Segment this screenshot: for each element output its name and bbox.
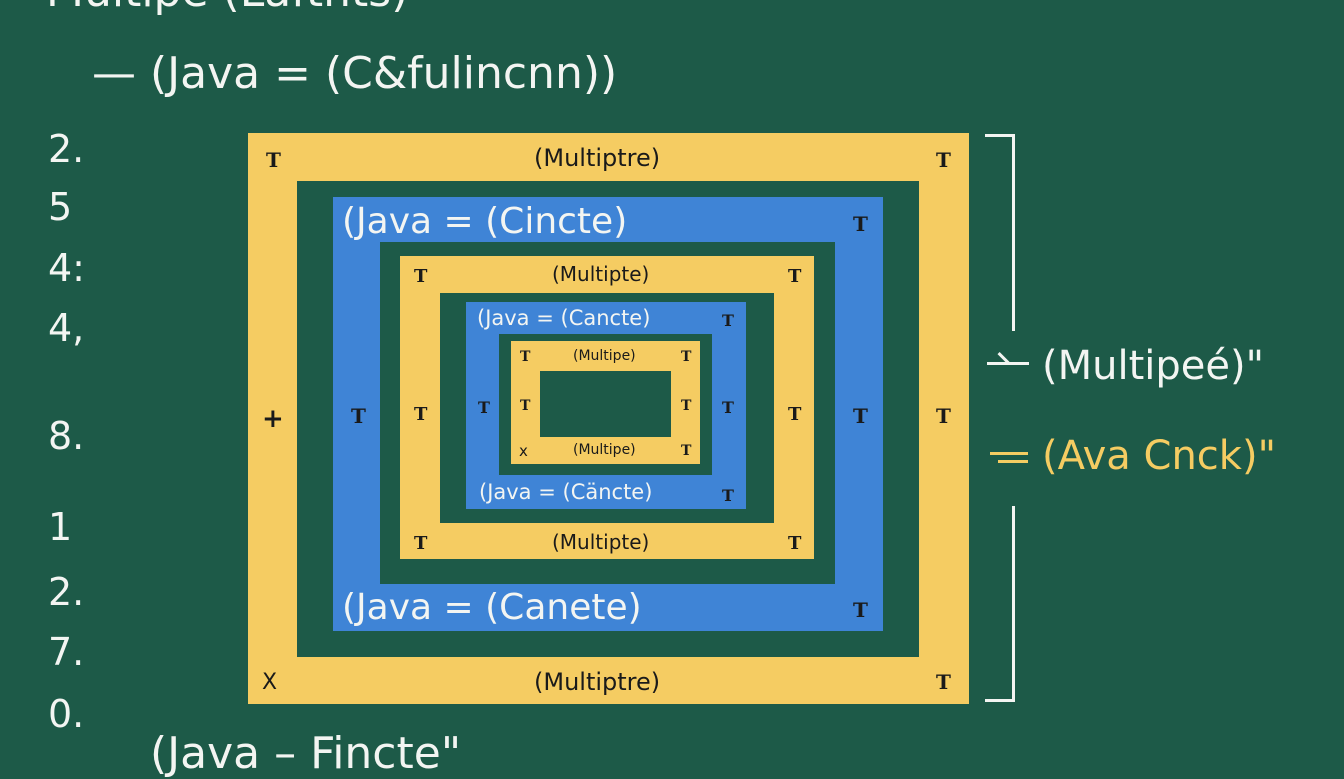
blue2-bottom-label: (Java = (Cäncte) — [479, 480, 653, 504]
left-number: 4, — [48, 306, 85, 350]
top-dash: — — [92, 48, 136, 99]
right-bracket-top — [985, 134, 1015, 331]
t-mark: T — [788, 404, 802, 425]
yellow-dash-icon — [998, 460, 1028, 463]
t-mark: T — [266, 148, 281, 172]
left-number: 2. — [48, 570, 85, 614]
right-label-multipee: (Multipeé)" — [1042, 343, 1264, 389]
t-mark: T — [520, 398, 531, 414]
blue1-top-label: (Java = (Cincte) — [342, 201, 628, 242]
left-number: 0. — [48, 692, 85, 736]
t-mark: T — [722, 486, 734, 505]
yellow3-top-label: (Multipe) — [573, 348, 636, 364]
yellow3-bottom-label: (Multipe) — [573, 442, 636, 458]
t-mark: T — [414, 266, 428, 287]
t-mark: T — [936, 148, 951, 172]
right-label-ava: (Ava Cnck)" — [1042, 433, 1276, 479]
yellow-dash-icon — [990, 452, 1028, 455]
t-mark: T — [478, 398, 490, 417]
left-number: 8. — [48, 414, 85, 458]
t-mark: T — [853, 404, 868, 428]
t-mark: T — [788, 533, 802, 554]
t-mark: T — [681, 443, 692, 459]
t-mark: T — [681, 349, 692, 365]
right-bracket-bottom — [985, 506, 1015, 702]
t-mark: T — [414, 404, 428, 425]
t-mark: T — [722, 398, 734, 417]
left-number: 1 — [48, 505, 73, 549]
t-mark: T — [936, 670, 951, 694]
t-mark: T — [681, 398, 692, 414]
left-number: 5 — [48, 185, 73, 229]
left-number: 7. — [48, 630, 85, 674]
t-mark: T — [520, 349, 531, 365]
yellow2-top-label: (Multipte) — [552, 262, 650, 286]
yellow2-bottom-label: (Multipte) — [552, 530, 650, 554]
core-green-center — [540, 371, 671, 437]
left-number: 2. — [48, 127, 85, 171]
blue2-top-label: (Java = (Cancte) — [477, 306, 651, 330]
t-mark: T — [936, 404, 951, 428]
t-mark: T — [788, 266, 802, 287]
left-number: 4: — [48, 246, 85, 290]
x-mark: x — [519, 442, 528, 460]
t-mark: T — [722, 311, 734, 330]
t-mark: T — [853, 212, 868, 236]
x-mark: X — [262, 670, 278, 695]
t-mark: T — [351, 404, 366, 428]
top-heading: Multipe (Laftnts) — [46, 0, 408, 14]
bottom-heading: (Java – Fincte" — [150, 728, 462, 779]
top-formula: (Java = (C&fulincnn)) — [150, 48, 618, 99]
plus-mark: + — [262, 404, 284, 434]
arrow-icon — [987, 362, 1029, 365]
outer-bottom-label: (Multiptre) — [534, 668, 661, 696]
blue1-bottom-label: (Java = (Canete) — [342, 587, 642, 628]
t-mark: T — [414, 533, 428, 554]
t-mark: T — [853, 598, 868, 622]
outer-top-label: (Multiptre) — [534, 144, 661, 172]
